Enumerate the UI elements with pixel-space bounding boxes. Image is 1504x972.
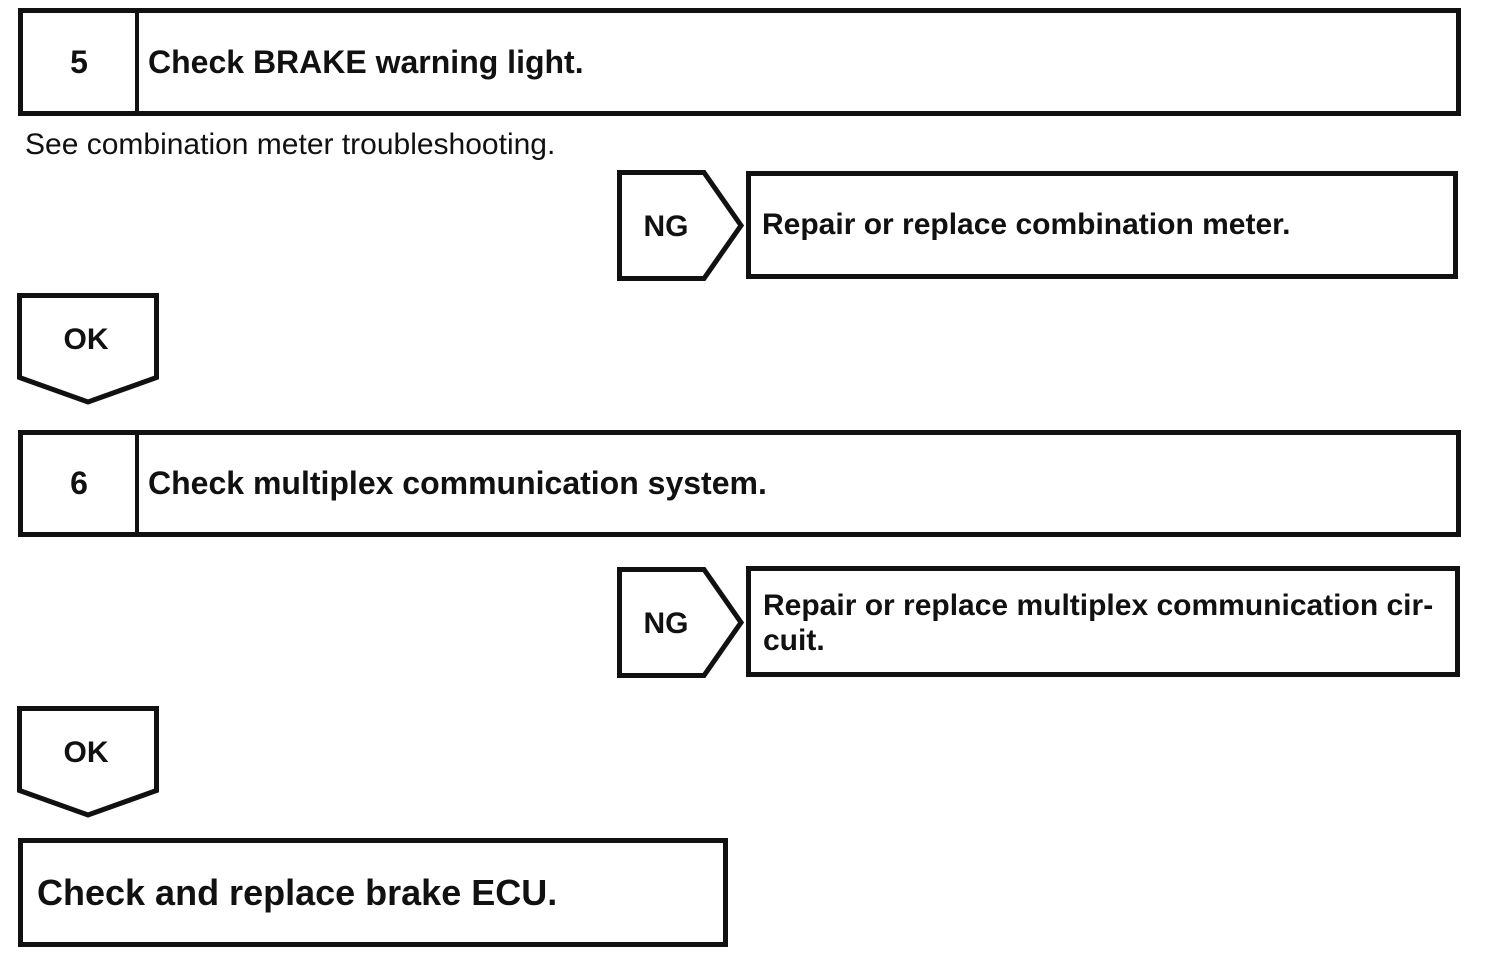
ok-pentagon-shape xyxy=(17,293,159,405)
step-title: Check multiplex communication system. xyxy=(148,465,767,501)
ng-action-text-line1: Repair or replace multiplex communicatio… xyxy=(763,589,1434,622)
ng-label: NG xyxy=(644,210,689,243)
ok-label: OK xyxy=(64,323,109,356)
step-title: Check BRAKE warning light. xyxy=(148,43,584,80)
step-number: 6 xyxy=(23,435,139,532)
step-box-5: 5 Check BRAKE warning light. xyxy=(18,8,1461,116)
ng-label: NG xyxy=(644,607,689,640)
ng-arrow: NG xyxy=(617,170,744,281)
ng-action-box: Repair or replace combination meter. xyxy=(746,171,1458,279)
ng-arrow: NG xyxy=(617,567,744,678)
ng-action-text: Repair or replace combination meter. xyxy=(762,208,1291,241)
ng-pentagon-shape xyxy=(617,170,744,281)
ng-action-text-line2: cuit. xyxy=(763,624,825,657)
final-action-box: Check and replace brake ECU. xyxy=(18,838,728,947)
step-number: 5 xyxy=(23,13,139,111)
final-action-text: Check and replace brake ECU. xyxy=(37,871,558,913)
ng-pentagon-shape xyxy=(617,567,744,678)
ok-label: OK xyxy=(64,736,109,769)
ok-arrow: OK xyxy=(17,293,159,405)
ng-action-box: Repair or replace multiplex communicatio… xyxy=(746,566,1460,677)
note-text: See combination meter troubleshooting. xyxy=(25,128,556,161)
step-box-6: 6 Check multiplex communication system. xyxy=(18,430,1461,537)
ok-pentagon-shape xyxy=(17,706,159,818)
ok-arrow: OK xyxy=(17,706,159,818)
